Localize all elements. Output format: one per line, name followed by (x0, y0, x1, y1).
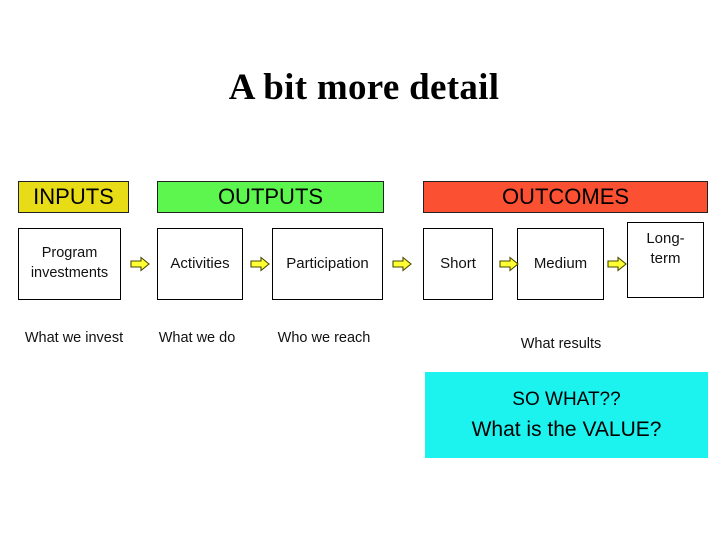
right-block-arrow-icon (392, 256, 412, 272)
band-outputs-label: OUTPUTS (217, 184, 324, 209)
band-outcomes: OUTCOMES (423, 181, 708, 213)
caption-what-results: What results (520, 336, 602, 352)
stage-box-participation: Participation (272, 228, 383, 300)
stage-label-long-term: Long-term (646, 230, 685, 268)
so-what-callout: SO WHAT?? What is the VALUE? (425, 372, 708, 458)
stage-box-medium: Medium (517, 228, 604, 300)
right-block-arrow-icon (250, 256, 270, 272)
so-what-heading: SO WHAT?? (512, 389, 621, 410)
band-inputs: INPUTS (18, 181, 129, 213)
stage-box-short: Short (423, 228, 493, 300)
stage-label-program-investments: Program investments (30, 245, 109, 281)
stage-box-long-term: Long-term (627, 222, 704, 298)
caption-what-we-do: What we do (158, 330, 236, 346)
band-outputs: OUTPUTS (157, 181, 384, 213)
right-block-arrow-icon (499, 256, 519, 272)
stage-label-participation: Participation (286, 254, 369, 272)
stage-label-medium: Medium (533, 254, 588, 272)
page-title: A bit more detail (228, 67, 500, 108)
band-outcomes-label: OUTCOMES (501, 184, 630, 209)
stage-box-activities: Activities (157, 228, 243, 300)
right-block-arrow-icon (130, 256, 150, 272)
stage-label-short: Short (440, 254, 476, 272)
caption-what-we-invest: What we invest (24, 330, 124, 346)
band-inputs-label: INPUTS (33, 184, 114, 209)
stage-box-program-investments: Program investments (18, 228, 121, 300)
caption-who-we-reach: Who we reach (277, 330, 371, 346)
so-what-question: What is the VALUE? (471, 418, 662, 441)
stage-label-activities: Activities (170, 254, 230, 272)
right-block-arrow-icon (607, 256, 627, 272)
